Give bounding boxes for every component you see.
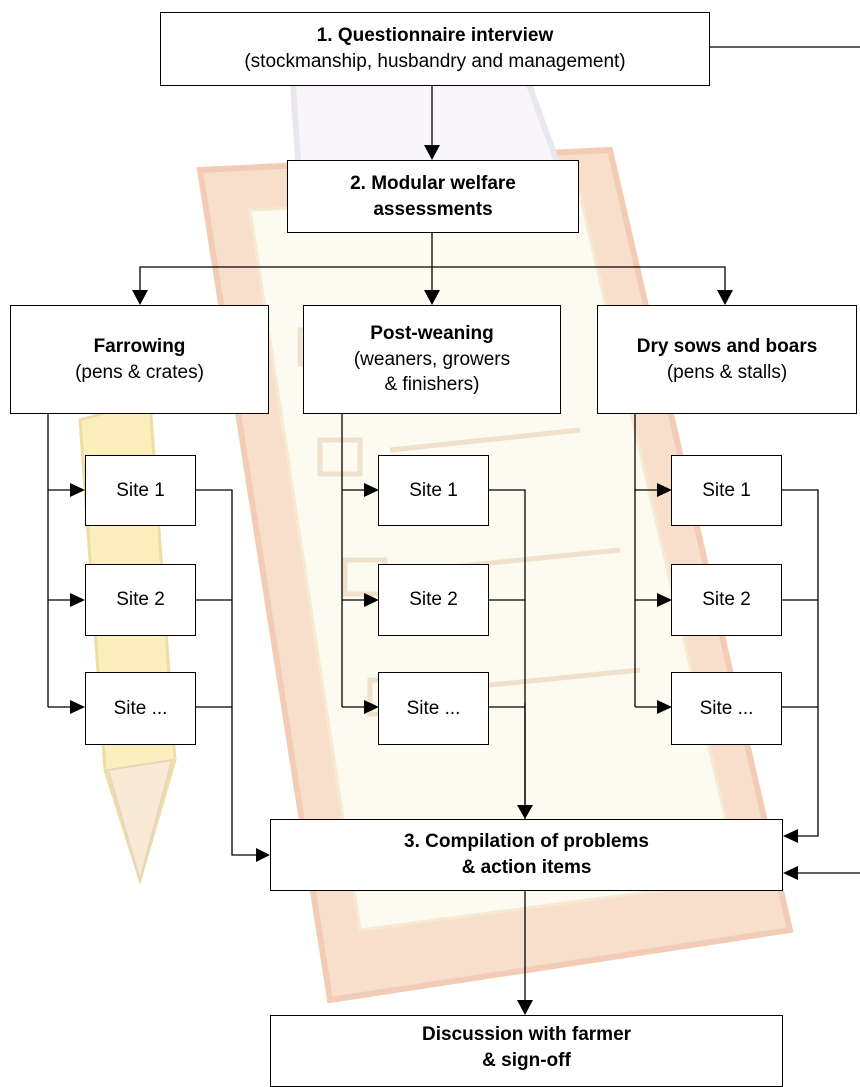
modular-title-line1: 2. Modular welfare [350, 172, 516, 194]
arrowhead [70, 593, 85, 607]
compilation-line2: & action items [461, 857, 592, 878]
arrowhead [132, 290, 148, 305]
site-label: Site 2 [116, 589, 165, 611]
arrowhead [783, 829, 798, 843]
post-weaning-title: Post-weaning [370, 323, 494, 345]
farrowing-site-2: Site 2 [85, 564, 196, 636]
post-weaning-site-more: Site ... [378, 672, 489, 745]
arrowhead [364, 593, 379, 607]
farrowing-site-1: Site 1 [85, 455, 196, 526]
discussion-box: Discussion with farmer & sign-off [270, 1015, 783, 1087]
arrowhead [424, 145, 440, 160]
discussion-line2: & sign-off [482, 1049, 571, 1071]
site-label: Site ... [406, 697, 461, 719]
checkbox-mark [317, 437, 363, 477]
post-weaning-subtitle-line2: & finishers) [384, 374, 480, 396]
dry-sows-title: Dry sows and boars [636, 335, 818, 357]
arrowhead [657, 700, 672, 714]
arrowhead [364, 700, 379, 714]
arrowhead [517, 805, 533, 819]
post-weaning-site-1: Site 1 [378, 455, 489, 526]
arrowhead [70, 483, 85, 497]
arrowheads [70, 145, 798, 1015]
site-label: Site 1 [116, 479, 165, 501]
pencil-tip [106, 758, 174, 884]
arrowhead [424, 290, 440, 305]
connector-lines [47, 46, 860, 1000]
post-weaning-site-2: Site 2 [378, 564, 489, 636]
dry-sows-site-more: Site ... [671, 672, 782, 745]
site-label: Site ... [699, 697, 754, 719]
arrowhead [783, 866, 798, 880]
site-label: Site ... [113, 697, 168, 719]
site-label: Site 1 [409, 479, 458, 501]
modular-title-line2: assessments [373, 198, 493, 220]
farrowing-subtitle: (pens & crates) [75, 361, 204, 383]
dry-sows-subtitle: (pens & stalls) [666, 361, 788, 383]
dry-sows-site-2: Site 2 [671, 564, 782, 636]
questionnaire-interview-box: 1. Questionnaire interview (stockmanship… [160, 12, 710, 86]
compilation-box: 3. Compilation of problems & action item… [270, 819, 783, 891]
modular-assessments-box: 2. Modular welfare assessments [287, 160, 579, 233]
compilation-line1: 3. Compilation of problems [404, 831, 649, 853]
dry-sows-site-1: Site 1 [671, 455, 782, 526]
site-label: Site 2 [702, 589, 751, 611]
site-label: Site 2 [409, 589, 458, 611]
arrowhead [717, 290, 733, 305]
arrowhead [657, 593, 672, 607]
arrowhead [657, 483, 672, 497]
post-weaning-subtitle-line1: (weaners, growers [353, 348, 511, 370]
farrowing-site-more: Site ... [85, 672, 196, 745]
dry-sows-box: Dry sows and boars (pens & stalls) [597, 305, 857, 414]
post-weaning-box: Post-weaning (weaners, growers & finishe… [303, 305, 561, 414]
arrowhead [256, 848, 270, 862]
arrowhead [517, 1000, 533, 1015]
farrowing-box: Farrowing (pens & crates) [10, 305, 269, 414]
questionnaire-title: 1. Questionnaire interview [316, 25, 554, 47]
arrowhead [364, 483, 379, 497]
questionnaire-subtitle: (stockmanship, husbandry and management) [244, 51, 626, 72]
site-label: Site 1 [702, 479, 751, 501]
farrowing-title: Farrowing [93, 335, 186, 357]
arrowhead [70, 700, 85, 714]
discussion-line1: Discussion with farmer [421, 1024, 632, 1045]
